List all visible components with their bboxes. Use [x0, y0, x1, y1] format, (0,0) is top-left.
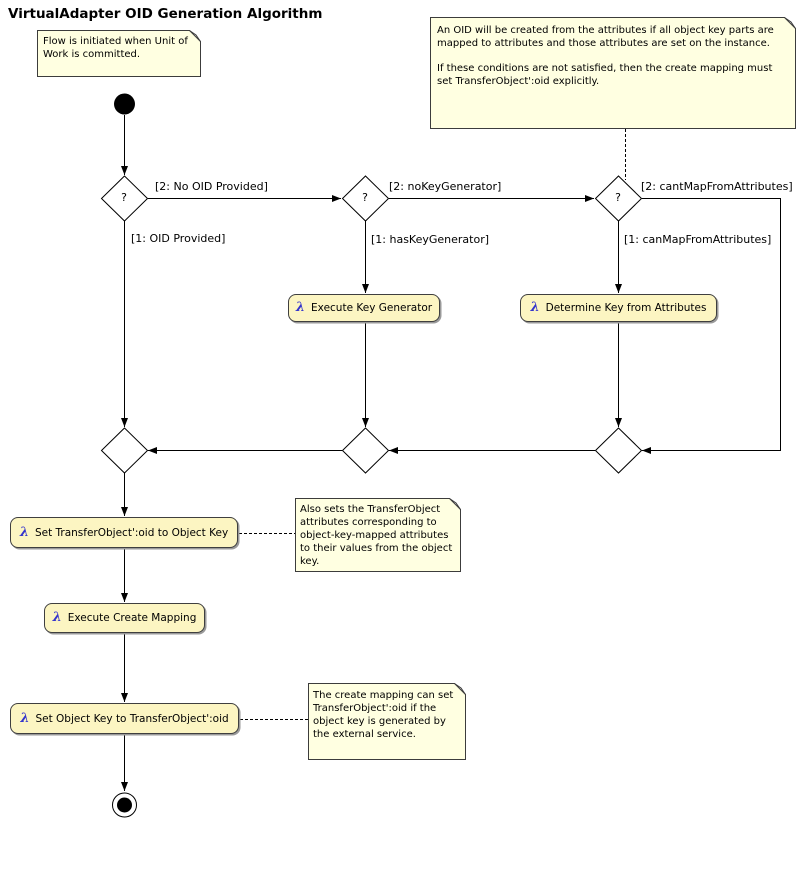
- action-set-object-key-to-transferobject-oid[interactable]: λ Set Object Key to TransferObject':oid: [10, 703, 239, 734]
- action-label: Execute Key Generator: [311, 302, 433, 314]
- note-flow-initiated-shape[interactable]: [37, 30, 201, 77]
- edge-label-oid-provided: [1: OID Provided]: [131, 232, 226, 245]
- decision-oid-provided[interactable]: [100, 175, 149, 222]
- action-label: Set TransferObject':oid to Object Key: [34, 526, 229, 539]
- note-oid-from-attributes-fold: [784, 17, 796, 29]
- note-paragraph: An OID will be created from the attribut…: [437, 25, 774, 49]
- note-oid-from-attributes-text: An OID will be created from the attribut…: [437, 24, 788, 88]
- lambda-icon: λ: [20, 710, 30, 726]
- note-paragraph: Flow is initiated when Unit of Work is c…: [43, 36, 188, 60]
- note-also-sets-text: Also sets the TransferObject attributes …: [300, 503, 456, 568]
- edge-label-has-key-generator: [1: hasKeyGenerator]: [371, 233, 490, 246]
- merge-node-1[interactable]: [100, 427, 149, 474]
- edge-cant-map-from-attributes: [642, 198, 781, 454]
- decision-map-from-attributes-symbol: ?: [615, 191, 621, 204]
- decision-key-generator-symbol: ?: [362, 191, 368, 204]
- note-create-mapping-fold: [454, 683, 466, 695]
- lambda-icon: λ: [295, 300, 306, 315]
- edge-label-no-key-generator: [2: noKeyGenerator]: [389, 180, 502, 193]
- lambda-icon: λ: [19, 524, 29, 540]
- note-create-mapping-text: The create mapping can set TransferObjec…: [313, 689, 460, 741]
- diagram-title: VirtualAdapter OID Generation Algorithm: [8, 6, 323, 22]
- edge-label-cant-map-from-attributes: [2: cantMapFromAttributes]: [641, 180, 793, 193]
- action-label: Set Object Key to TransferObject':oid: [35, 712, 229, 725]
- note-also-sets-fold: [449, 498, 461, 510]
- lambda-icon: λ: [52, 610, 62, 625]
- note-paragraph: Also sets the TransferObject attributes …: [300, 504, 453, 567]
- final-node-dot: [117, 797, 132, 813]
- note-also-sets-shape[interactable]: [295, 498, 461, 572]
- note-create-mapping-shape[interactable]: [308, 683, 466, 760]
- action-set-transferobject-oid-to-object-key[interactable]: λ Set TransferObject':oid to Object Key: [10, 517, 238, 548]
- decision-map-from-attributes[interactable]: [594, 175, 643, 222]
- note-paragraph: The create mapping can set TransferObjec…: [313, 690, 454, 740]
- action-label: Determine Key from Attributes: [545, 302, 707, 314]
- action-execute-key-generator[interactable]: λ Execute Key Generator: [288, 294, 440, 322]
- note-flow-initiated-text: Flow is initiated when Unit of Work is c…: [43, 35, 193, 61]
- initial-node[interactable]: [114, 93, 135, 115]
- action-execute-create-mapping[interactable]: λ Execute Create Mapping: [44, 603, 205, 633]
- merge-node-2[interactable]: [341, 427, 390, 474]
- note-flow-initiated-fold: [189, 30, 201, 42]
- note-paragraph: If these conditions are not satisfied, t…: [437, 63, 773, 87]
- action-determine-key-from-attributes[interactable]: λ Determine Key from Attributes: [520, 294, 717, 322]
- action-label: Execute Create Mapping: [67, 612, 197, 624]
- note-oid-from-attributes-shape[interactable]: [430, 17, 796, 129]
- merge-node-3[interactable]: [594, 427, 643, 474]
- decision-key-generator[interactable]: [341, 175, 390, 222]
- lambda-icon: λ: [530, 300, 540, 315]
- edge-label-no-oid-provided: [2: No OID Provided]: [155, 180, 268, 193]
- edge-label-can-map-from-attributes: [1: canMapFromAttributes]: [624, 233, 772, 246]
- decision-oid-provided-symbol: ?: [121, 191, 127, 204]
